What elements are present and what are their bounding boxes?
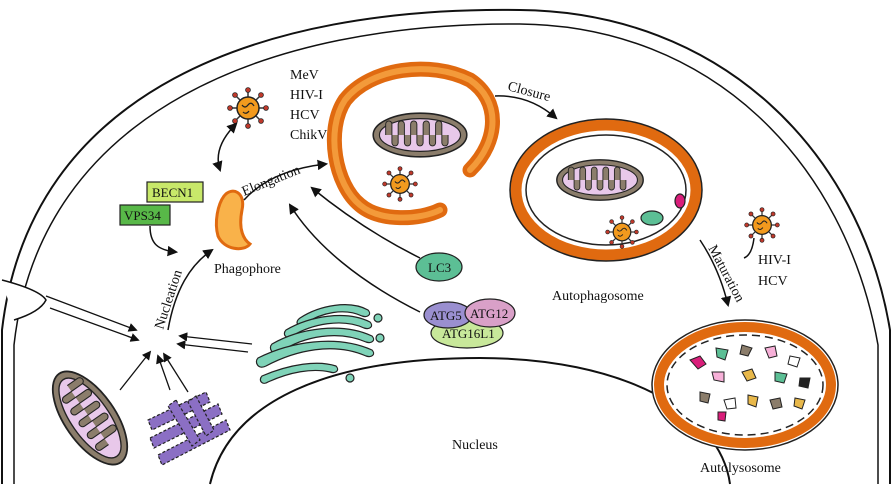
becn1-label: BECN1 bbox=[152, 185, 193, 200]
lc3-badge bbox=[415, 252, 463, 282]
virus-label-3: HCV bbox=[290, 108, 320, 123]
membrane-notch bbox=[1, 279, 47, 321]
nucleation-label: Nucleation bbox=[153, 268, 186, 331]
elongation-label: Elongation bbox=[240, 163, 303, 200]
becn1-box bbox=[146, 181, 204, 203]
virus-to-phagophore-arrow bbox=[212, 122, 238, 172]
cell-membrane bbox=[1, 8, 891, 484]
closure-arrow bbox=[494, 95, 558, 120]
autophagosome-label: Autophagosome bbox=[552, 289, 644, 304]
mitochondrion-icon bbox=[556, 159, 644, 201]
nucleation-arrow bbox=[167, 248, 214, 331]
atg12-badge bbox=[464, 298, 516, 328]
virus-label-2: HIV-I bbox=[290, 88, 323, 103]
virus-right-label-1: HIV-I bbox=[758, 253, 791, 268]
phagophore-label: Phagophore bbox=[214, 262, 281, 277]
virus-label-1: MeV bbox=[290, 68, 319, 83]
autophagosome-outer bbox=[509, 118, 703, 262]
phagophore-shape bbox=[214, 189, 253, 251]
atg-arrow bbox=[288, 203, 421, 313]
maturation-arrow bbox=[699, 239, 732, 308]
endoplasmic-reticulum-icon bbox=[147, 391, 231, 466]
golgi-icon bbox=[255, 304, 385, 384]
virus-connector bbox=[743, 237, 755, 259]
elongation-arrow bbox=[243, 159, 329, 201]
vps34-box bbox=[119, 204, 171, 226]
virus-label-4: ChikV bbox=[290, 128, 327, 143]
vps34-arrow bbox=[149, 225, 179, 257]
nucleus-label: Nucleus bbox=[452, 438, 498, 453]
mitochondrion-icon bbox=[372, 112, 468, 158]
virus-icon bbox=[605, 215, 639, 249]
cell-membrane-inner bbox=[13, 23, 879, 484]
virus-list-top: MeV HIV-I HCV ChikV bbox=[290, 68, 327, 143]
mitochondrion-icon bbox=[37, 358, 143, 478]
cargo-item bbox=[674, 193, 686, 209]
lc3-arrow bbox=[310, 186, 421, 259]
lc3-label: LC3 bbox=[428, 260, 451, 275]
autolysosome-label: Autolysosome bbox=[700, 461, 781, 476]
cargo-item bbox=[640, 210, 664, 226]
elongating-membrane-inner bbox=[331, 66, 496, 221]
atg5-label: ATG5 bbox=[430, 308, 462, 323]
atg12-label: ATG12 bbox=[470, 306, 508, 321]
virus-icon bbox=[226, 86, 270, 130]
virus-icon bbox=[382, 166, 418, 202]
autolysosome bbox=[651, 319, 839, 451]
degraded-cargo bbox=[689, 344, 811, 422]
source-arrows bbox=[45, 295, 253, 393]
atg16l1-label: ATG16L1 bbox=[442, 326, 495, 341]
autophagosome bbox=[510, 119, 702, 261]
virus-icon bbox=[744, 207, 780, 243]
virus-right-label-2: HCV bbox=[758, 274, 788, 289]
vps34-label: VPS34 bbox=[124, 208, 161, 223]
